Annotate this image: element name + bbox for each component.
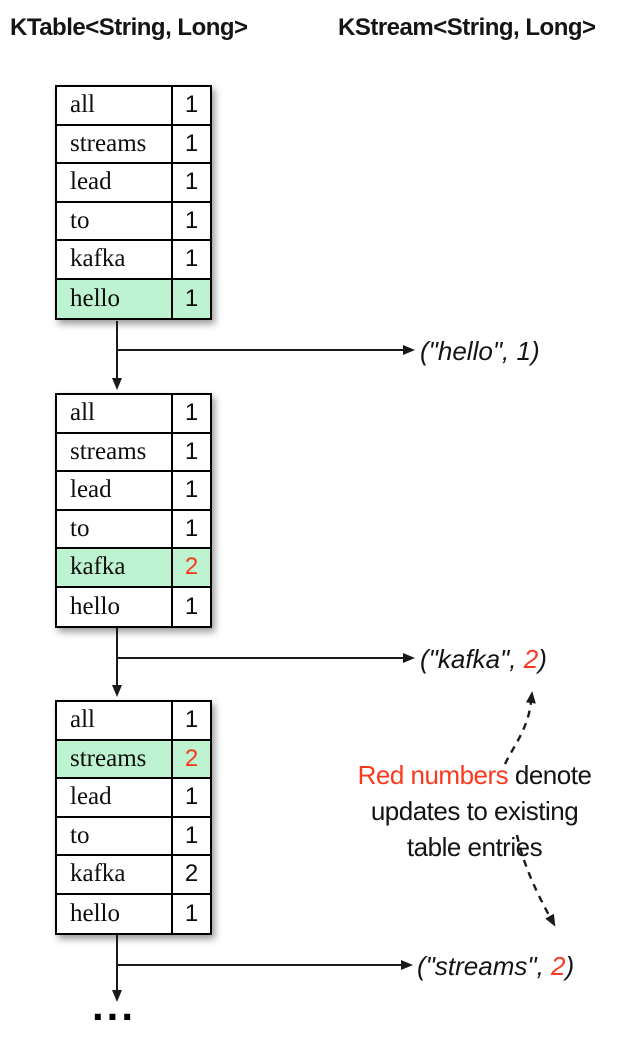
row-key: to bbox=[70, 821, 90, 849]
row-key: all bbox=[70, 91, 95, 119]
row-key: kafka bbox=[70, 245, 126, 273]
ktable-state-1: all 1 streams 1 lead 1 to 1 kafka 1 hello 1 bbox=[55, 85, 212, 320]
table-row: streams 1 bbox=[57, 125, 210, 164]
annotation-text: denote bbox=[508, 760, 592, 790]
row-key: hello bbox=[70, 284, 120, 312]
row-key: streams bbox=[70, 129, 147, 157]
table-row: all 1 bbox=[57, 702, 210, 741]
record-value: 2 bbox=[551, 951, 566, 981]
record-text: ) bbox=[530, 336, 540, 366]
row-key: streams bbox=[70, 744, 147, 772]
row-value: 1 bbox=[171, 779, 210, 816]
ktable-header: KTable<String, Long> bbox=[10, 14, 248, 41]
stream-record-streams: ("streams", 2) bbox=[417, 951, 574, 981]
ktable-state-2: all 1 streams 1 lead 1 to 1 kafka 2 hello 1 bbox=[55, 393, 212, 628]
stream-record-kafka: ("kafka", 2) bbox=[420, 644, 547, 674]
table-row: kafka 1 bbox=[57, 241, 210, 280]
row-value: 2 bbox=[171, 549, 210, 586]
record-text: ("kafka", bbox=[420, 644, 524, 674]
continuation-ellipsis: ... bbox=[92, 982, 137, 1029]
row-value: 1 bbox=[171, 241, 210, 278]
row-key: lead bbox=[70, 783, 112, 811]
row-key: to bbox=[70, 514, 90, 542]
row-key: hello bbox=[70, 899, 120, 927]
table-row: lead 1 bbox=[57, 472, 210, 511]
table-row: lead 1 bbox=[57, 164, 210, 203]
row-key: lead bbox=[70, 168, 112, 196]
ktable-state-3: all 1 streams 2 lead 1 to 1 kafka 2 hello 1 bbox=[55, 700, 212, 935]
row-key: streams bbox=[70, 437, 147, 465]
row-value: 2 bbox=[171, 740, 210, 777]
record-text: ("streams", bbox=[417, 951, 552, 981]
table-row-highlighted: hello 1 bbox=[57, 279, 210, 318]
row-value: 1 bbox=[171, 702, 210, 739]
row-value: 1 bbox=[171, 587, 210, 626]
stream-record-hello: ("hello", 1) bbox=[420, 336, 540, 366]
row-key: all bbox=[70, 399, 95, 427]
record-text: ("hello", bbox=[420, 336, 517, 366]
dashed-arrow-to-kafka-2 bbox=[503, 691, 536, 765]
row-value: 1 bbox=[171, 433, 210, 470]
annotation-text: table entries bbox=[406, 832, 543, 862]
annotation-text: updates to existing bbox=[370, 796, 579, 826]
annotation-note: Red numbers denote updates to existing t… bbox=[332, 757, 617, 865]
record-text: ) bbox=[565, 951, 575, 981]
table-row-highlighted: kafka 2 bbox=[57, 549, 210, 588]
row-key: hello bbox=[70, 592, 120, 620]
table-row: hello 1 bbox=[57, 587, 210, 626]
row-key: lead bbox=[70, 476, 112, 504]
row-value: 1 bbox=[171, 894, 210, 933]
row-value: 1 bbox=[171, 817, 210, 854]
annotation-red-text: Red numbers bbox=[357, 760, 509, 790]
table-row: to 1 bbox=[57, 202, 210, 241]
kstream-header: KStream<String, Long> bbox=[338, 14, 596, 41]
table-row-highlighted: streams 2 bbox=[57, 740, 210, 779]
row-key: kafka bbox=[70, 860, 126, 888]
record-value: 2 bbox=[523, 644, 539, 674]
table-row: all 1 bbox=[57, 87, 210, 126]
table-row: lead 1 bbox=[57, 779, 210, 818]
table-row: streams 1 bbox=[57, 433, 210, 472]
row-key: to bbox=[70, 206, 90, 234]
record-text: ) bbox=[538, 644, 547, 674]
row-key: all bbox=[70, 706, 95, 734]
table-row: to 1 bbox=[57, 817, 210, 856]
row-key: kafka bbox=[70, 553, 126, 581]
row-value: 1 bbox=[171, 87, 210, 124]
row-value: 1 bbox=[171, 510, 210, 547]
record-value: 1 bbox=[516, 336, 531, 366]
row-value: 1 bbox=[171, 125, 210, 162]
row-value: 1 bbox=[171, 472, 210, 509]
row-value: 2 bbox=[171, 856, 210, 893]
table-row: hello 1 bbox=[57, 894, 210, 933]
row-value: 1 bbox=[171, 202, 210, 239]
row-value: 1 bbox=[171, 279, 210, 318]
row-value: 1 bbox=[171, 395, 210, 432]
row-value: 1 bbox=[171, 164, 210, 201]
table-row: kafka 2 bbox=[57, 856, 210, 895]
table-row: all 1 bbox=[57, 395, 210, 434]
table-row: to 1 bbox=[57, 510, 210, 549]
